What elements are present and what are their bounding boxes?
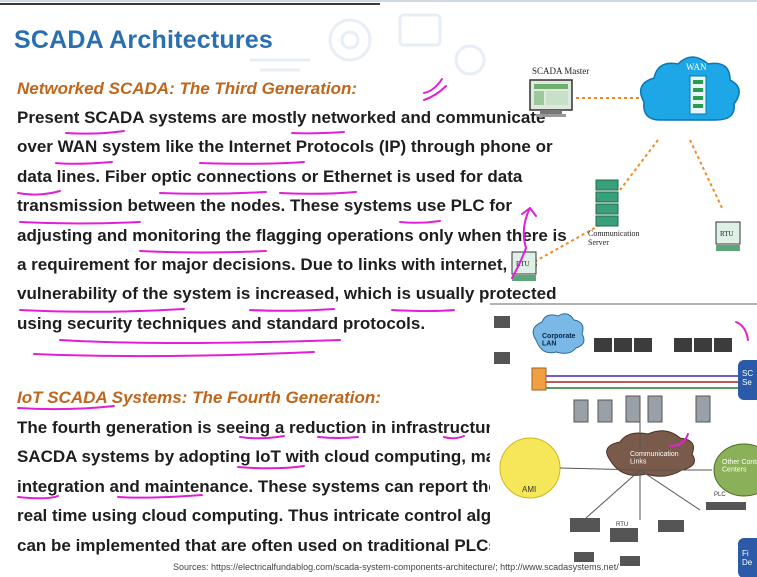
field-devices	[570, 502, 746, 566]
section2-line: SACDA systems by adopting IoT with cloud…	[17, 447, 573, 467]
title-rule	[0, 3, 380, 5]
section1-line: a requirement for major decisions. Due t…	[17, 255, 538, 275]
wan-cloud-icon	[639, 56, 740, 121]
rtu-bottom-label: RTU	[616, 522, 628, 528]
network-links	[533, 97, 723, 263]
section1-line: over WAN system like the Internet Protoc…	[17, 137, 553, 157]
section1-line: Present SCADA systems are mostly network…	[17, 108, 546, 127]
rtu-right-icon	[715, 221, 741, 251]
section1-heading: Networked SCADA: The Third Generation:	[17, 79, 358, 98]
rtu-left-label: RTU	[516, 260, 530, 268]
section2-heading: IoT SCADA Systems: The Fourth Generation…	[17, 388, 381, 407]
plc-label: PLC	[714, 492, 726, 498]
rtu-right-label: RTU	[720, 230, 734, 238]
section1-line: using security techniques and standard p…	[17, 313, 426, 333]
section1-line: adjusting and monitoring the flagging op…	[17, 225, 567, 245]
section1-line: vulnerability of the system is increased…	[17, 284, 557, 304]
section1-line: transmission between the nodes. These sy…	[17, 196, 513, 216]
section1-paragraph: Present SCADA systems are mostly network…	[17, 103, 567, 338]
section2-line: The fourth generation is seeing a reduct…	[17, 418, 567, 437]
workstations	[594, 338, 732, 352]
ami-label: AMI	[522, 485, 536, 494]
background-decoration	[250, 13, 486, 76]
communication-server-icon	[595, 179, 619, 227]
wan-label: WAN	[686, 62, 707, 72]
scada-master-icon	[529, 79, 573, 117]
page-title: SCADA Architectures	[14, 26, 273, 54]
master-label: SCADA Master	[532, 66, 589, 76]
section2-line: can be implemented that are often used o…	[17, 535, 503, 555]
section2-line: integration and maintenance. These syste…	[17, 476, 563, 496]
radiating-links	[559, 422, 712, 520]
section2-paragraph: The fourth generation is seeing a reduct…	[17, 413, 573, 560]
sources-footnote: Sources: https://electricalfundablog.com…	[173, 562, 619, 572]
scada-diagram: SCADA Master WAN	[490, 56, 757, 577]
top-border	[0, 0, 757, 2]
servers	[573, 395, 711, 423]
other-control-label: Other ControlCenters	[722, 459, 757, 474]
top-network-diagram: SCADA Master WAN	[511, 56, 741, 281]
section1-line: data lines. Fiber optic connections or E…	[17, 166, 523, 186]
section2-line: real time using cloud computing. Thus in…	[17, 506, 554, 526]
